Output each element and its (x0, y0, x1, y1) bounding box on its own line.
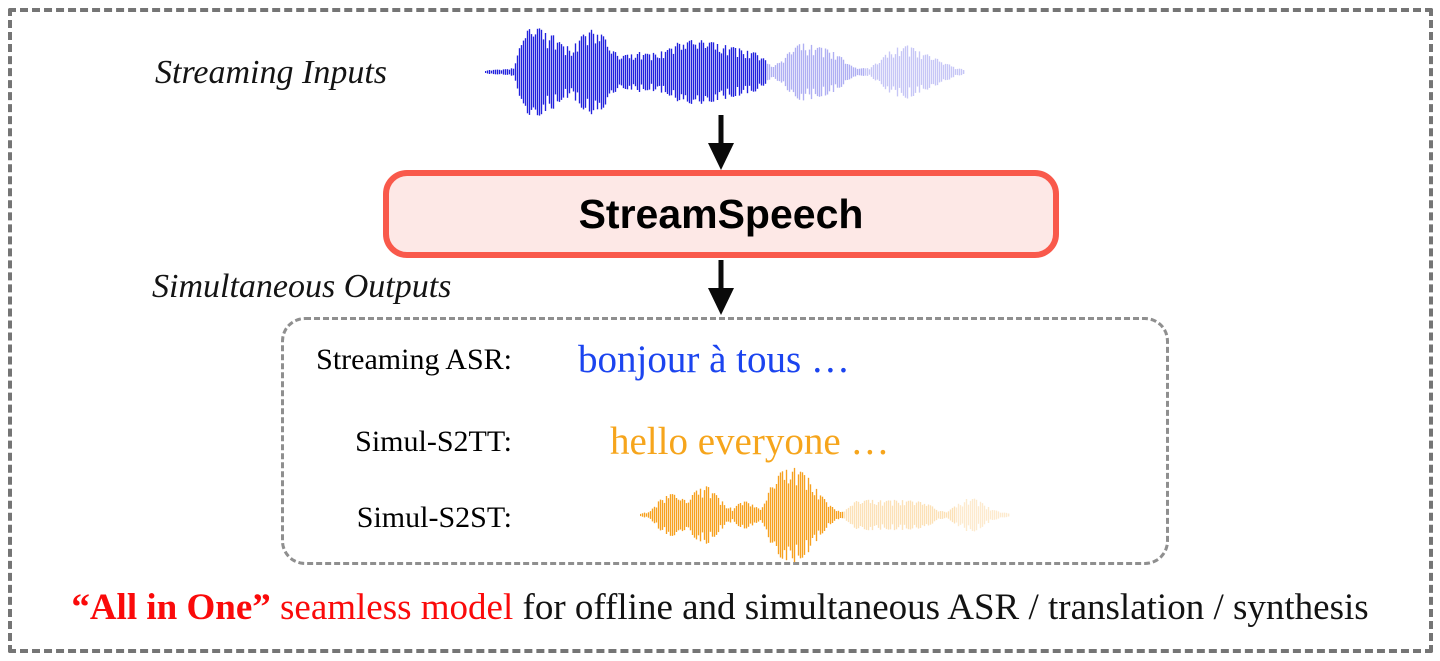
simultaneous-outputs-box: Streaming ASR: bonjour à tous … Simul-S2… (281, 317, 1169, 565)
simul-s2tt-output-text: hello everyone … (610, 420, 890, 463)
simul-s2tt-label: Simul-S2TT: (355, 425, 512, 458)
caption-description-text: for offline and simultaneous ASR / trans… (522, 587, 1369, 628)
simultaneous-outputs-label: Simultaneous Outputs (152, 268, 452, 305)
streaming-inputs-label: Streaming Inputs (155, 54, 388, 91)
figure-outer-frame (8, 8, 1433, 653)
arrow-down-icon (708, 260, 734, 315)
streaming-asr-label: Streaming ASR: (316, 343, 512, 376)
caption-seamless-model-text: seamless model (270, 587, 523, 628)
input-speech-waveform (485, 28, 965, 116)
figure-caption: “All in One” seamless model for offline … (0, 585, 1440, 631)
streamspeech-title: StreamSpeech (578, 190, 864, 237)
caption-all-in-one-text: “All in One” (71, 587, 271, 628)
streamspeech-model-box: StreamSpeech (383, 170, 1059, 258)
arrow-down-icon (708, 115, 734, 170)
streaming-asr-output-text: bonjour à tous … (578, 338, 850, 381)
output-speech-waveform (640, 467, 1010, 563)
simul-s2st-label: Simul-S2ST: (356, 501, 512, 534)
